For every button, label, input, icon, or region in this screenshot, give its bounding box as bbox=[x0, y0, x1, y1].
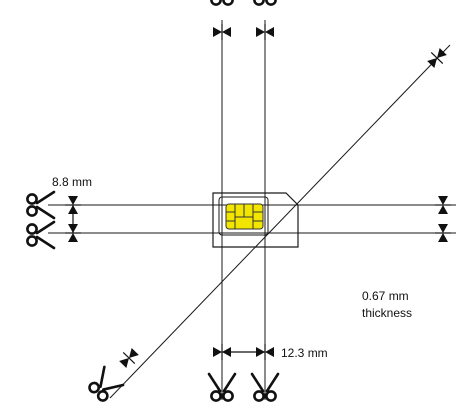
sim-width-label: 12.3 mm bbox=[281, 346, 328, 360]
sim-height-label: 8.8 mm bbox=[52, 175, 92, 189]
thickness-word-label: thickness bbox=[362, 306, 412, 320]
diagonal-cut-line bbox=[109, 44, 451, 399]
scissors-icon bbox=[26, 220, 56, 250]
nano-sim-inner-outline bbox=[218, 196, 269, 236]
top-dimension-arrows bbox=[212, 23, 275, 41]
scissors-icon bbox=[84, 365, 125, 406]
right-dimension-arrows bbox=[434, 195, 452, 243]
scissors-icon-top-partial bbox=[207, 0, 280, 6]
left-dimension-arrows bbox=[64, 195, 82, 243]
diagonal-dimension-arrows bbox=[116, 45, 450, 371]
sim-card-outline bbox=[212, 192, 299, 248]
sim-chip bbox=[225, 203, 264, 230]
bottom-dimension-arrows bbox=[212, 343, 275, 361]
thickness-value-label: 0.67 mm bbox=[362, 289, 409, 303]
